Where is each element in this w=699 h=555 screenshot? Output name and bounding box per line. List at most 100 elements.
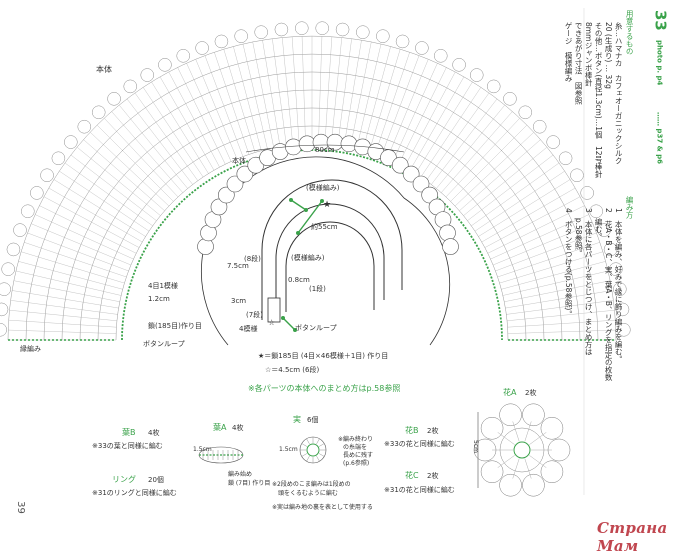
scallop	[617, 323, 631, 337]
left-12cm: 1.2cm	[148, 295, 170, 303]
fruit-stitch	[301, 443, 308, 447]
dan8: (8段)	[244, 255, 261, 263]
stitch-spoke	[272, 38, 287, 146]
stitch-spoke	[481, 187, 576, 243]
scallop	[214, 34, 229, 49]
ring-count: 20個	[148, 476, 164, 484]
band-core	[285, 221, 375, 312]
left-4moku: 4目1模様	[148, 282, 178, 290]
outline-scallop	[298, 135, 316, 153]
stitch-spoke	[505, 290, 612, 309]
outline-scallop	[340, 135, 358, 153]
materials-line-2: その他…ボタン(直径1.3cm)…1個 12号棒針	[594, 22, 604, 179]
stitch-spoke	[409, 76, 465, 171]
scallop	[470, 68, 484, 82]
scallop	[518, 105, 533, 120]
stitch-spoke	[507, 310, 615, 321]
flowerA-title: 花A	[503, 388, 517, 397]
dan7: (7段)	[246, 311, 263, 319]
stitch-spoke	[495, 232, 597, 272]
stitch-spoke	[59, 170, 150, 232]
page: ★☆ 本体 4目1模様 1.2cm 鎖(185目)作り目 ボタンループ 縁編み …	[0, 8, 669, 555]
stitch-spoke	[301, 36, 306, 145]
materials-line-5: ゲージ 模様編み	[564, 22, 574, 82]
ring-note: ※31のリングと同様に編む	[92, 489, 177, 497]
cm08: 0.8cm	[288, 276, 310, 284]
materials-line-3: 8mmジャンボ棒針	[584, 22, 594, 87]
flowerA-spoke	[497, 432, 515, 445]
outline-scallop	[442, 238, 459, 255]
stitch-spoke	[111, 111, 183, 193]
stitch-spoke	[493, 223, 593, 266]
leafA-count: 4枚	[232, 424, 244, 432]
row-arc	[97, 125, 527, 341]
scallop	[589, 204, 603, 218]
stitch-spoke	[39, 205, 137, 254]
step-line-5: 4 ボタンをつける(p.58参照)。	[564, 208, 574, 318]
outline-scallop	[285, 138, 302, 156]
stitch-spoke	[9, 310, 117, 321]
body-label-inner: 本体	[232, 157, 246, 165]
stitch-spoke	[119, 104, 188, 189]
stitch-spoke	[343, 40, 362, 147]
arrow-top-head	[289, 198, 293, 202]
stitch-spoke	[43, 196, 140, 248]
star-mark: ★	[323, 200, 331, 210]
flowerB-title: 花B	[405, 426, 419, 435]
stitch-spoke	[252, 41, 274, 148]
stitch-spoke	[10, 300, 118, 315]
ring-title: リング	[112, 475, 136, 484]
scallop	[615, 302, 630, 317]
stitch-spoke	[415, 81, 473, 174]
fruit-note2: の糸端を	[343, 444, 368, 451]
stitch-spoke	[223, 49, 256, 153]
step-line-3: 3 本体に各パーツをとじつけ、まとめ方は	[584, 208, 594, 356]
materials-line-4: できあがり寸法 図参照	[574, 22, 584, 105]
stitch-spoke	[8, 329, 117, 334]
stitch-spoke	[507, 319, 616, 328]
stitch-spoke	[362, 46, 391, 151]
scallop	[558, 151, 573, 166]
stitch-spoke	[8, 319, 117, 328]
flowerC-note: ※31の花と同様に編む	[384, 486, 455, 494]
stitch-spoke	[53, 179, 146, 237]
stitch-spoke	[502, 270, 609, 296]
arrow-button-head	[281, 316, 285, 320]
left-edge-label: 縁編み	[20, 345, 41, 353]
stitch-spoke	[436, 104, 505, 189]
flowerA-petal	[522, 473, 545, 497]
stitch-spoke	[151, 81, 209, 174]
scallop	[13, 223, 27, 237]
stitch-spoke	[450, 124, 528, 202]
stitch-spoke	[504, 280, 611, 302]
stitch-spoke	[463, 147, 548, 216]
stitch-spoke	[487, 205, 585, 254]
stitch-spoke	[471, 162, 560, 226]
stitch-spoke	[392, 63, 438, 162]
flowerA-petal	[499, 403, 522, 427]
outline-scallop	[439, 224, 456, 242]
stitch-spoke	[356, 43, 382, 150]
moyou-mid: (模様編み)	[291, 254, 325, 262]
scallop	[0, 282, 11, 296]
scallop	[176, 49, 190, 63]
scallop	[21, 204, 35, 218]
stitch-spoke	[177, 67, 226, 165]
dan1: (1段)	[309, 285, 326, 293]
scallop	[0, 302, 9, 317]
flowerA-petal	[480, 417, 504, 440]
yon-moyou: 4模様	[239, 325, 258, 333]
stitch-spoke	[484, 196, 581, 248]
scallop	[315, 21, 329, 35]
stitch-spoke	[431, 98, 498, 185]
stitch-spoke	[291, 36, 300, 145]
fruit-size: 1.5cm	[279, 446, 298, 453]
flowerA-petal	[480, 460, 504, 483]
flowerA-petal	[499, 473, 522, 497]
fruit-row2: ※2段めのこま編みは1段めの	[272, 481, 351, 488]
fruit-row3: ※実は編み地の裏を表として使用する	[272, 504, 373, 511]
leafA-size: 1.5cm	[193, 446, 212, 453]
flowerA-petal	[540, 417, 564, 440]
pattern-title-page: …… p37 & p6	[655, 112, 664, 165]
stitch-spoke	[262, 40, 281, 147]
